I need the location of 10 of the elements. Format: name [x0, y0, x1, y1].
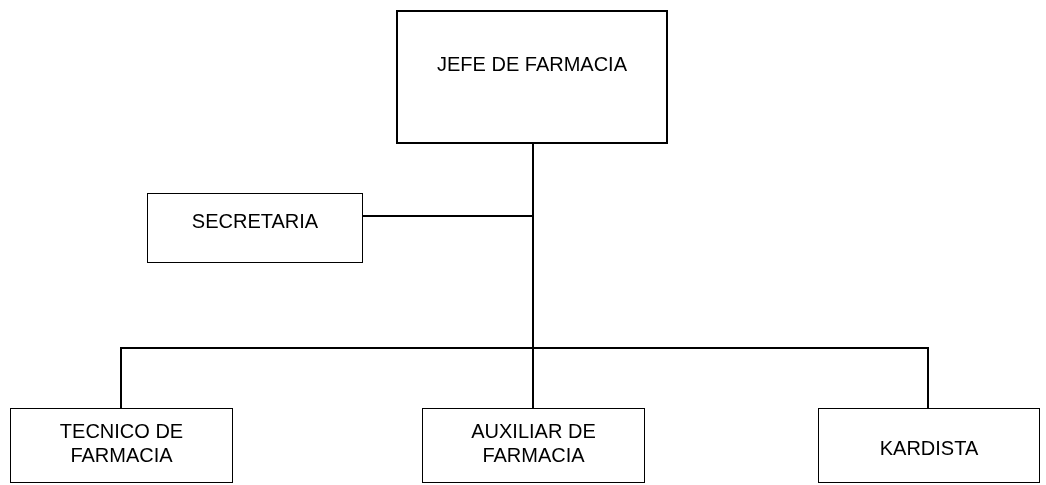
- position-title: JEFE DE FARMACIA: [437, 52, 627, 76]
- position-title: TECNICO DE FARMACIA: [58, 419, 185, 467]
- org-box: [422, 408, 645, 483]
- position-title: AUXILIAR DE FARMACIA: [470, 419, 597, 467]
- org-box: [147, 193, 363, 263]
- org-box: [10, 408, 233, 483]
- position-title: KARDISTA: [879, 436, 979, 460]
- position-title: SECRETARIA: [191, 209, 319, 233]
- org-box: [818, 408, 1040, 483]
- org-box: [396, 10, 668, 144]
